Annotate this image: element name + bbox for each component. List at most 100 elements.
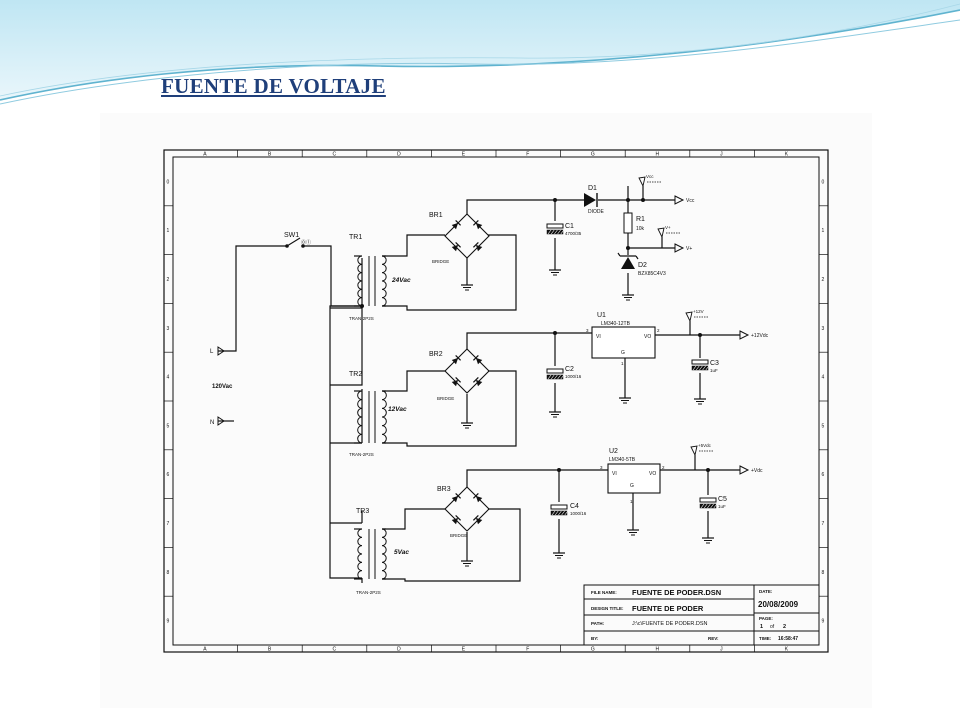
frame-row-label-right: 9 — [822, 619, 825, 625]
ground-icon — [622, 294, 634, 301]
bridge-ref: BR1 — [429, 212, 443, 219]
probe-vcc: Vcc — [638, 174, 661, 188]
svg-text:V+: V+ — [686, 246, 692, 252]
transformer-output-voltage: 12Vac — [388, 406, 407, 413]
transformer-ref: TR1 — [349, 234, 362, 241]
ground-icon — [702, 537, 714, 544]
probe-label: +12V — [693, 309, 704, 314]
frame-col-label-top: J — [720, 152, 723, 158]
regulator-u2: U2 LM340-5TB VI VO G 3 2 1 — [600, 448, 665, 504]
output-terminal-vplus: V+ — [674, 243, 692, 253]
svg-text:2: 2 — [662, 465, 665, 470]
sheet-inner-border — [172, 156, 820, 646]
page-number: 1 — [760, 624, 763, 630]
ground-icon — [553, 552, 565, 559]
capacitor-value: 1uF — [710, 368, 718, 373]
time-value: 16:58:47 — [778, 636, 798, 642]
slide-title: FUENTE DE VOLTAJE — [161, 74, 386, 98]
transformer-ref: TR3 — [356, 508, 369, 515]
by-label: BY: — [591, 636, 599, 641]
frame-row-label-right: 4 — [822, 375, 825, 381]
ground-icon — [619, 397, 631, 404]
bridge-ref: BR3 — [437, 486, 451, 493]
capacitor-ref: C2 — [565, 366, 574, 373]
transformer-part: TRAN-2P2S — [349, 452, 374, 457]
svg-text:U1: U1 — [597, 312, 606, 319]
svg-text:SW1: SW1 — [284, 232, 299, 239]
frame-row-label-left: 8 — [167, 570, 170, 576]
svg-text:D1: D1 — [588, 185, 597, 192]
frame-col-label-bottom: K — [785, 647, 789, 653]
frame-row-label-right: 1 — [822, 228, 825, 234]
svg-text:3: 3 — [586, 328, 589, 333]
frame-col-label-bottom: D — [397, 647, 401, 653]
svg-text:N: N — [210, 420, 214, 426]
frame-col-label-bottom: G — [591, 647, 595, 653]
svg-text:L: L — [210, 349, 214, 355]
svg-text:R1: R1 — [636, 216, 645, 223]
svg-text:+Vdc: +Vdc — [751, 468, 763, 474]
probe-label: V+ — [665, 225, 671, 230]
frame-col-label-bottom: C — [333, 647, 337, 653]
svg-text:1: 1 — [630, 499, 633, 504]
ground-symbols — [461, 269, 714, 567]
bridge-part: BRIDGE — [450, 533, 467, 538]
frame-col-label-bottom: E — [462, 647, 466, 653]
capacitor-ref: C4 — [570, 503, 579, 510]
svg-text:⓪①: ⓪① — [301, 239, 311, 246]
transformer-ref: TR2 — [349, 371, 362, 378]
frame-col-label-bottom: B — [268, 647, 272, 653]
svg-text:DIODE: DIODE — [588, 209, 605, 215]
frame-col-label-top: A — [203, 152, 207, 158]
resistor-r1: R1 10k — [623, 212, 645, 234]
ground-icon — [461, 560, 473, 567]
ground-icon — [549, 269, 561, 276]
frame-row-label-right: 0 — [822, 179, 825, 185]
probe-12v: +12V — [685, 309, 708, 323]
svg-text:VO: VO — [644, 334, 651, 340]
probe-5vdc: +5Vdc — [690, 443, 713, 457]
frame-col-label-bottom: A — [203, 647, 207, 653]
frame-row-label-left: 2 — [167, 277, 170, 283]
transformer-part: TRAN-2P2S — [349, 316, 374, 321]
capacitor-value: 1uF — [718, 504, 726, 509]
svg-text:10k: 10k — [636, 226, 645, 232]
switch-sw1: SW1 ⓪① — [284, 232, 311, 248]
frame-row-label-right: 2 — [822, 277, 825, 283]
time-label: TIME: — [759, 636, 772, 641]
frame-col-label-top: G — [591, 152, 595, 158]
design-title-value: FUENTE DE PODER — [632, 604, 704, 613]
svg-text:LM340-12TB: LM340-12TB — [601, 321, 631, 327]
frame-row-label-left: 3 — [167, 326, 170, 332]
svg-text:3: 3 — [600, 465, 603, 470]
svg-text:BZX85C4V3: BZX85C4V3 — [638, 271, 666, 277]
transformer-part: TRAN-2P2S — [356, 590, 381, 595]
frame-row-label-left: 4 — [167, 375, 170, 381]
output-terminal-vcc: Vcc — [674, 195, 695, 205]
probe-vplus: V+ — [657, 225, 680, 239]
frame-row-label-right: 5 — [822, 423, 825, 429]
frame-col-label-top: C — [333, 152, 337, 158]
svg-text:D2: D2 — [638, 262, 647, 269]
zener-diode-d2: D2 BZX85C4V3 — [617, 252, 666, 277]
date-value: 20/08/2009 — [758, 600, 799, 609]
svg-text:VO: VO — [649, 471, 656, 477]
frame-row-label-left: 1 — [167, 228, 170, 234]
svg-text:U2: U2 — [609, 448, 618, 455]
output-terminal-12vdc: +12Vdc — [739, 330, 769, 340]
frame-row-label-left: 6 — [167, 472, 170, 478]
page-of-label: of — [770, 624, 775, 630]
date-label: DATE: — [759, 589, 773, 594]
capacitor-ref: C5 — [718, 496, 727, 503]
frame-col-label-bottom: J — [720, 647, 723, 653]
diode-d1: D1 DIODE — [584, 185, 605, 215]
